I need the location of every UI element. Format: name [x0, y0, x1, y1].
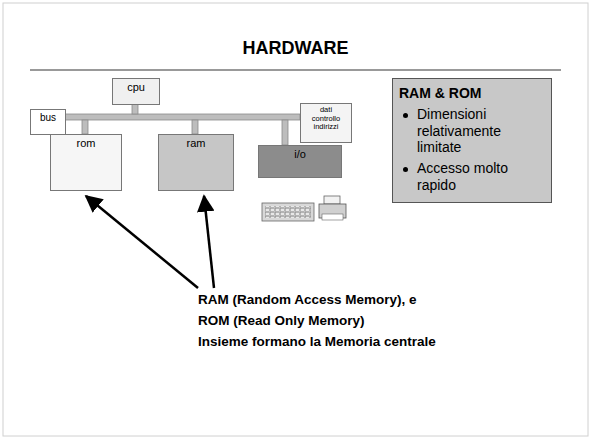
bus-stub — [82, 120, 88, 134]
box-label: dati controllo indirizzi — [308, 106, 344, 132]
ram-box: ram — [158, 134, 234, 191]
printer-icon — [319, 196, 346, 220]
keyboard-icon — [262, 203, 314, 221]
title-rule — [30, 69, 561, 71]
rom-box: rom — [50, 134, 122, 191]
note-line: ROM (Read Only Memory) — [198, 313, 365, 328]
box-label: ram — [162, 137, 230, 150]
bullet-dot — [403, 113, 408, 118]
bus-stub — [192, 120, 198, 134]
cpu-box: cpu — [112, 78, 160, 105]
bus-bar — [64, 114, 300, 120]
info-panel: RAM & ROM Dimensioni relativamente limita… — [392, 78, 552, 203]
bullet-dot — [403, 167, 408, 172]
box-label: rom — [54, 137, 118, 150]
slide-title: HARDWARE — [0, 38, 591, 59]
slide-frame — [3, 3, 588, 436]
bullet-text: Accesso molto rapido — [417, 160, 545, 194]
panel-heading: RAM & ROM — [399, 85, 545, 102]
bullet-text: Dimensioni relativamente limitate — [417, 106, 545, 156]
io-box: i/o — [258, 145, 342, 178]
bus-label-box: bus — [30, 109, 66, 135]
bus-stub — [282, 120, 288, 145]
note-line: RAM (Random Access Memory), e — [198, 292, 417, 307]
box-label: bus — [34, 112, 62, 124]
note-line: Insieme formano la Memoria centrale — [198, 334, 436, 349]
bus-lines-box: dati controllo indirizzi — [300, 103, 352, 143]
box-label: i/o — [262, 148, 338, 161]
leader-arrow — [86, 196, 198, 288]
box-label: cpu — [116, 81, 156, 94]
leader-arrow — [204, 196, 214, 288]
